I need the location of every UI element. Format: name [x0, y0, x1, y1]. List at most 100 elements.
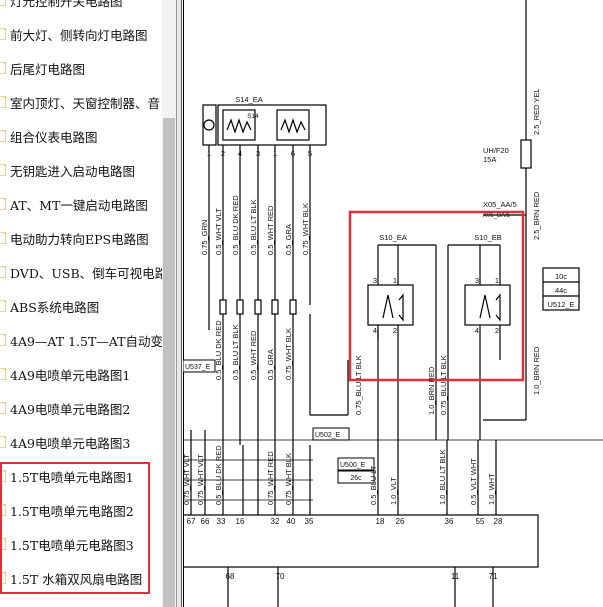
sidebar-scrollbar[interactable]	[162, 0, 176, 607]
bookmark-page-icon	[0, 334, 6, 346]
connector-pin-label: 1	[207, 149, 211, 158]
label-fuse-rating: 15A	[483, 155, 496, 164]
sidebar-item-label: AT、MT一键启动电路图	[10, 197, 148, 213]
connector-pin-label: 28	[494, 517, 503, 526]
right-connector-box	[542, 267, 580, 311]
fuse-uh-f20	[520, 139, 532, 169]
sidebar-item[interactable]: 灯光控制开关电路图	[0, 0, 162, 17]
bookmark-page-icon	[0, 402, 6, 414]
sidebar-item-label: 1.5T电喷单元电路图2	[10, 503, 134, 519]
label-x05b: X05_BA/5	[483, 213, 511, 219]
connector-pin-label: 18	[376, 517, 385, 526]
connector-pin-label: 26	[396, 517, 405, 526]
wire-label: 0.75_WHT BLK	[284, 453, 293, 505]
label-box-44c: 44c	[555, 286, 567, 295]
wire-red-yel: 2.5_RED YEL	[532, 88, 541, 135]
sidebar-item[interactable]: DVD、USB、倒车可视电路	[0, 255, 162, 289]
sidebar-item[interactable]: 4A9电喷单元电路图3	[0, 425, 162, 459]
scrollbar-thumb[interactable]	[163, 118, 175, 607]
connector-pin-label: 32	[271, 517, 280, 526]
sidebar-item[interactable]: 电动助力转向EPS电路图	[0, 221, 162, 255]
wire-label: 1.0_WHT	[487, 473, 496, 505]
sidebar-item-label: ABS系统电路图	[10, 299, 100, 315]
connector-pin-label: 3	[256, 149, 260, 158]
bookmark-page-icon	[0, 538, 6, 550]
label-box-u512: U512_E	[547, 300, 574, 309]
connector-pin-label: 6	[291, 149, 295, 158]
sidebar-item[interactable]: 组合仪表电路图	[0, 119, 162, 153]
s14-sensor-b	[276, 109, 310, 141]
label-s14: S14	[247, 113, 259, 120]
sidebar-item[interactable]: 后尾灯电路图	[0, 51, 162, 85]
sidebar-item[interactable]: AT、MT一键启动电路图	[0, 187, 162, 221]
s10-ea-sensor	[367, 284, 414, 326]
sidebar-item[interactable]: 1.5T 水箱双风扇电路图	[0, 561, 162, 595]
bookmark-page-icon	[0, 470, 6, 482]
wire-label: 0.5_GRA	[266, 349, 275, 380]
sidebar-item[interactable]: 4A9电喷单元电路图2	[0, 391, 162, 425]
connector-pin-label: 70	[276, 572, 285, 581]
bookmark-page-icon	[0, 300, 6, 312]
connector-pin-label: 55	[476, 517, 485, 526]
sidebar-item[interactable]: 1.5T电喷单元电路图2	[0, 493, 162, 527]
connector-pin-label: 1	[495, 276, 499, 285]
connector-pin-label: 3	[373, 276, 377, 285]
bookmark-page-icon	[0, 266, 6, 278]
sidebar-item[interactable]: 前大灯、侧转向灯电路图	[0, 17, 162, 51]
sidebar-item[interactable]: 1.5T电喷单元电路图1	[0, 459, 162, 493]
label-box-u502: U502_E	[315, 432, 341, 439]
wire-label: 1.0_VLT	[389, 477, 398, 505]
bookmark-page-icon	[0, 62, 6, 74]
pane-divider[interactable]	[176, 0, 182, 607]
connector-pin-label: 67	[187, 517, 196, 526]
sidebar-item-label: 灯光控制开关电路图	[10, 0, 123, 9]
bookmark-page-icon	[0, 0, 6, 6]
connector-pin-label: 16	[236, 517, 245, 526]
wire-label: 0.5_WHT VLT	[214, 208, 223, 255]
connector-pin-label: 3	[475, 276, 479, 285]
s14-ea-connector-box	[217, 104, 327, 146]
bookmark-page-icon	[0, 130, 6, 142]
label-box-26c: 26c	[350, 475, 362, 482]
wire-label: 0.5_BLU DK RED	[231, 195, 240, 255]
bookmark-page-icon	[0, 28, 6, 40]
label-box-u500: U500_E	[340, 462, 366, 469]
wire-label: 0.5_BLU DK RED	[214, 320, 223, 380]
sidebar-item-label: 4A9电喷单元电路图3	[10, 435, 131, 451]
selection-highlight-diagram	[348, 210, 525, 382]
sidebar-item-label: 后尾灯电路图	[10, 61, 86, 77]
sidebar-item[interactable]: 4A9电喷单元电路图1	[0, 357, 162, 391]
label-box-u537: U537_E	[185, 364, 211, 371]
bookmark-page-icon	[0, 164, 6, 176]
wire-brn-red-top: 2.5_BRN RED	[532, 191, 541, 240]
sidebar-item[interactable]: 室内顶灯、天窗控制器、音	[0, 85, 162, 119]
sidebar-item-label: 4A9电喷单元电路图1	[10, 367, 131, 383]
sidebar-item[interactable]: 1.5T电喷单元电路图3	[0, 527, 162, 561]
sidebar-item[interactable]: ABS系统电路图	[0, 289, 162, 323]
connector-pin-label: 2	[495, 326, 499, 335]
wire-brn-red-right: 1.0_BRN RED	[532, 346, 541, 395]
sidebar-item-label: 无钥匙进入启动电路图	[10, 163, 136, 179]
wiring-diagram: S14_EA S14 S10_EA S10_EB UH/F20 15A X05_…	[183, 0, 603, 607]
s14-sensor-a	[222, 109, 256, 141]
sidebar-item-label: DVD、USB、倒车可视电路	[10, 265, 162, 281]
sidebar-item[interactable]: 无钥匙进入启动电路图	[0, 153, 162, 187]
bookmark-page-icon	[0, 368, 6, 380]
connector-pin-label: 35	[305, 517, 314, 526]
connector-pin-label: 1	[393, 276, 397, 285]
connector-pin-label: 4	[238, 149, 242, 158]
connector-pin-label: 36	[445, 517, 454, 526]
connector-pin-label: 11	[451, 572, 460, 581]
sidebar-item[interactable]: 4A9—AT 1.5T—AT自动变速	[0, 323, 162, 357]
label-s14-ea: S14_EA	[235, 95, 263, 104]
wire-label: 0.5_VLT WHT	[469, 458, 478, 505]
wire-label: 0.75_WHT BLK	[284, 328, 293, 380]
label-s10-ea: S10_EA	[379, 233, 407, 242]
sidebar-item-label: 1.5T 水箱双风扇电路图	[10, 571, 143, 587]
document-outline-sidebar: 灯光控制开关电路图前大灯、侧转向灯电路图后尾灯电路图室内顶灯、天窗控制器、音组合…	[0, 0, 162, 607]
wire-label: 0.75_WHT VLT	[196, 454, 205, 505]
s14-sensor-circle	[203, 119, 215, 131]
label-box-10c: 10c	[555, 272, 567, 281]
sidebar-item-label: 前大灯、侧转向灯电路图	[10, 27, 148, 43]
connector-pin-label: 40	[287, 517, 296, 526]
